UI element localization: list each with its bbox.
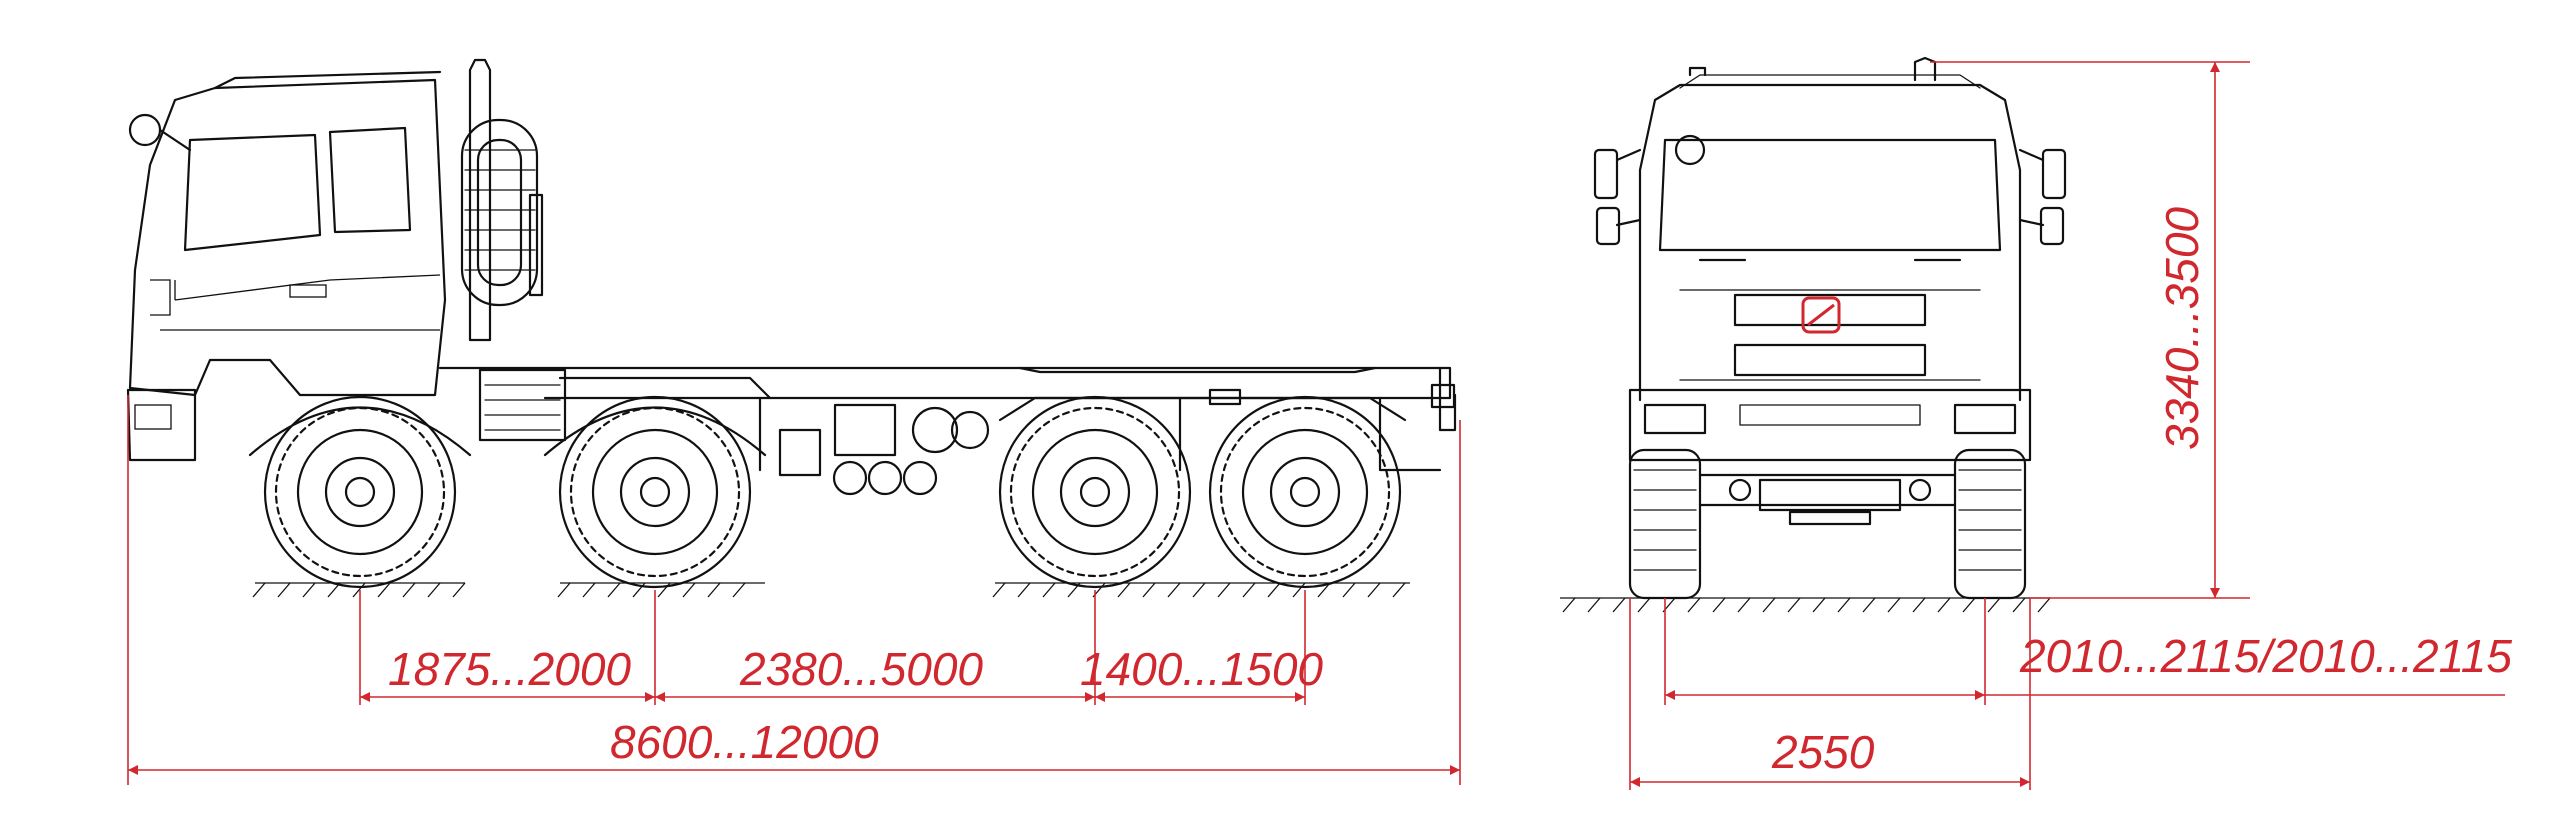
side-wheel-2	[558, 395, 752, 589]
front-wheel-right	[1953, 448, 2027, 600]
side-wheel-3	[998, 395, 1192, 589]
chassis-frame	[438, 366, 1457, 472]
side-view: 1875...2000 2380...5000 1400...1500 8600…	[126, 58, 1461, 785]
front-ground-hatch	[1560, 597, 2051, 613]
brand-emblem	[1801, 296, 1841, 334]
battery-box	[478, 368, 567, 442]
front-axle	[1698, 473, 1957, 526]
side-wheels	[263, 395, 1402, 589]
label-axle-gap-3-4: 1400...1500	[1080, 643, 1323, 695]
label-overall-length: 8600...12000	[610, 716, 879, 768]
label-track-widths: 2010...2115/2010...2115	[2019, 630, 2512, 682]
label-axle-gap-1-2: 1875...2000	[388, 643, 631, 695]
front-dimensions: 3340...3500 2010...2115/2010...2115 2550	[1629, 61, 2512, 790]
front-mirrors	[1593, 134, 2067, 246]
front-view: 3340...3500 2010...2115/2010...2115 2550	[1560, 56, 2512, 790]
side-dimensions: 1875...2000 2380...5000 1400...1500 8600…	[127, 395, 1461, 785]
chassis-components	[778, 388, 1242, 496]
fenders	[248, 396, 1407, 457]
side-wheel-1	[263, 395, 457, 589]
front-wheel-left	[1628, 448, 1702, 600]
spare-wheel	[460, 118, 544, 307]
side-ground-hatch	[252, 582, 1410, 598]
side-wheel-4	[1208, 395, 1402, 589]
label-axle-gap-2-3: 2380...5000	[739, 643, 983, 695]
label-overall-width: 2550	[1771, 726, 1875, 778]
cab-front	[1628, 56, 2032, 462]
label-height: 3340...3500	[2156, 207, 2208, 450]
cab	[126, 58, 492, 462]
